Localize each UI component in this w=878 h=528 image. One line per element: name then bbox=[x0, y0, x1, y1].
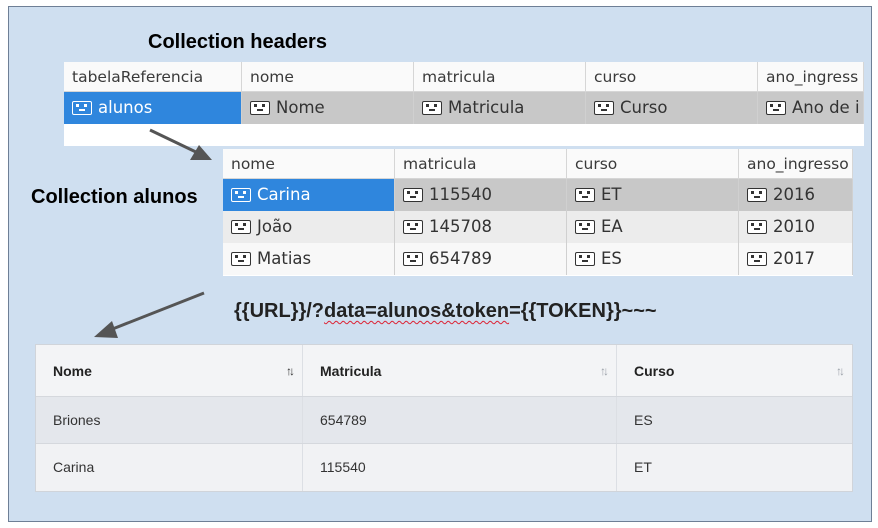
cell-curso[interactable]: ET bbox=[567, 179, 739, 211]
alunos-row[interactable]: João 145708 EA 2010 bbox=[223, 211, 853, 243]
document-field-icon bbox=[72, 101, 92, 115]
column-header-curso[interactable]: Curso ↑↓ bbox=[617, 345, 852, 396]
cell-text: Nome bbox=[276, 98, 325, 117]
column-header-matricula[interactable]: matricula bbox=[395, 149, 567, 179]
column-header-matricula[interactable]: Matricula ↑↓ bbox=[303, 345, 617, 396]
document-field-icon bbox=[403, 252, 423, 266]
cell-matricula: 654789 bbox=[303, 397, 617, 443]
document-field-icon bbox=[575, 188, 595, 202]
cell-text: 2017 bbox=[773, 249, 815, 268]
column-header-ano-ingresso[interactable]: ano_ingresso bbox=[739, 149, 853, 179]
document-field-icon bbox=[747, 252, 767, 266]
result-table: Nome ↑↓ Matricula ↑↓ Curso ↑↓ Briones 65478… bbox=[35, 344, 853, 492]
column-header-ano-ingresso[interactable]: ano_ingress bbox=[758, 62, 864, 92]
cell-ano-ingresso[interactable]: 2017 bbox=[739, 243, 853, 275]
request-url: {{URL}}/?data=alunos&token={{TOKEN}}~~~ bbox=[234, 300, 657, 323]
cell-ano-ingresso[interactable]: 2010 bbox=[739, 211, 853, 243]
alunos-section-title: Collection alunos bbox=[31, 186, 198, 208]
cell-nome[interactable]: Matias bbox=[223, 243, 395, 275]
column-header-tabelaReferencia[interactable]: tabelaReferencia bbox=[64, 62, 242, 92]
column-header-nome[interactable]: nome bbox=[242, 62, 414, 92]
cell-curso[interactable]: EA bbox=[567, 211, 739, 243]
cell-text: João bbox=[257, 217, 293, 236]
document-field-icon bbox=[766, 101, 786, 115]
cell-nome[interactable]: João bbox=[223, 211, 395, 243]
column-header-curso[interactable]: curso bbox=[586, 62, 758, 92]
cell-matricula[interactable]: 115540 bbox=[395, 179, 567, 211]
alunos-row[interactable]: Matias 654789 ES 2017 bbox=[223, 243, 853, 275]
url-prefix: {{URL}}/? bbox=[234, 300, 325, 322]
table-row[interactable]: Carina 115540 ET bbox=[36, 444, 852, 491]
url-suffix: ={{TOKEN}}~~~ bbox=[509, 300, 657, 322]
document-field-icon bbox=[747, 220, 767, 234]
cell-text: Curso bbox=[620, 98, 668, 117]
alunos-row[interactable]: Carina 115540 ET 2016 bbox=[223, 179, 853, 211]
cell-text: Carina bbox=[257, 185, 311, 204]
table-row[interactable]: Briones 654789 ES bbox=[36, 397, 852, 444]
cell-curso[interactable]: Curso bbox=[586, 92, 758, 124]
document-field-icon bbox=[422, 101, 442, 115]
cell-text: ET bbox=[601, 185, 622, 204]
document-field-icon bbox=[231, 188, 251, 202]
headers-grid-row[interactable]: alunos Nome Matricula Curso Ano de i bbox=[64, 92, 864, 124]
document-field-icon bbox=[594, 101, 614, 115]
headers-section-title: Collection headers bbox=[148, 31, 327, 53]
document-field-icon bbox=[231, 220, 251, 234]
cell-text: alunos bbox=[98, 98, 153, 117]
cell-matricula: 115540 bbox=[303, 444, 617, 491]
document-field-icon bbox=[747, 188, 767, 202]
cell-text: Matricula bbox=[448, 98, 525, 117]
document-field-icon bbox=[403, 188, 423, 202]
document-field-icon bbox=[575, 252, 595, 266]
document-field-icon bbox=[403, 220, 423, 234]
cell-text: 654789 bbox=[429, 249, 492, 268]
cell-nome: Carina bbox=[36, 444, 303, 491]
column-header-nome[interactable]: Nome ↑↓ bbox=[36, 345, 303, 396]
alunos-grid: nome matricula curso ano_ingresso Carina… bbox=[223, 149, 853, 276]
cell-matricula[interactable]: 145708 bbox=[395, 211, 567, 243]
cell-curso: ET bbox=[634, 459, 652, 475]
cell-text: EA bbox=[601, 217, 623, 236]
column-header-nome[interactable]: nome bbox=[223, 149, 395, 179]
cell-matricula[interactable]: Matricula bbox=[414, 92, 586, 124]
column-header-label: Nome bbox=[53, 363, 92, 379]
sort-icon[interactable]: ↑↓ bbox=[600, 364, 609, 378]
cell-tabelaReferencia[interactable]: alunos bbox=[64, 92, 242, 124]
sort-icon[interactable]: ↑↓ bbox=[286, 364, 295, 378]
cell-ano-ingresso[interactable]: Ano de i bbox=[758, 92, 864, 124]
cell-ano-ingresso[interactable]: 2016 bbox=[739, 179, 853, 211]
document-field-icon bbox=[250, 101, 270, 115]
sort-icon[interactable]: ↑↓ bbox=[836, 364, 845, 378]
headers-grid: tabelaReferencia nome matricula curso an… bbox=[64, 62, 864, 146]
cell-text: 2016 bbox=[773, 185, 815, 204]
alunos-grid-header-row: nome matricula curso ano_ingresso bbox=[223, 149, 853, 179]
document-field-icon bbox=[575, 220, 595, 234]
document-field-icon bbox=[231, 252, 251, 266]
cell-curso[interactable]: ES bbox=[567, 243, 739, 275]
column-header-label: Matricula bbox=[320, 363, 382, 379]
result-table-header: Nome ↑↓ Matricula ↑↓ Curso ↑↓ bbox=[36, 345, 852, 397]
url-query-underlined: data=alunos&token bbox=[324, 300, 510, 322]
down-left-arrow-icon bbox=[94, 291, 205, 338]
cell-text: ES bbox=[601, 249, 622, 268]
cell-text: 2010 bbox=[773, 217, 815, 236]
column-header-matricula[interactable]: matricula bbox=[414, 62, 586, 92]
cell-nome[interactable]: Nome bbox=[242, 92, 414, 124]
cell-text: 115540 bbox=[429, 185, 492, 204]
cell-curso: ES bbox=[634, 412, 653, 428]
cell-text: Matias bbox=[257, 249, 312, 268]
cell-matricula[interactable]: 654789 bbox=[395, 243, 567, 275]
column-header-label: Curso bbox=[634, 363, 675, 379]
headers-grid-header-row: tabelaReferencia nome matricula curso an… bbox=[64, 62, 864, 92]
column-header-curso[interactable]: curso bbox=[567, 149, 739, 179]
cell-text: Ano de i bbox=[792, 98, 860, 117]
cell-nome: Briones bbox=[36, 397, 303, 443]
cell-nome[interactable]: Carina bbox=[223, 179, 395, 211]
down-right-arrow-icon bbox=[149, 128, 212, 160]
cell-text: 145708 bbox=[429, 217, 492, 236]
